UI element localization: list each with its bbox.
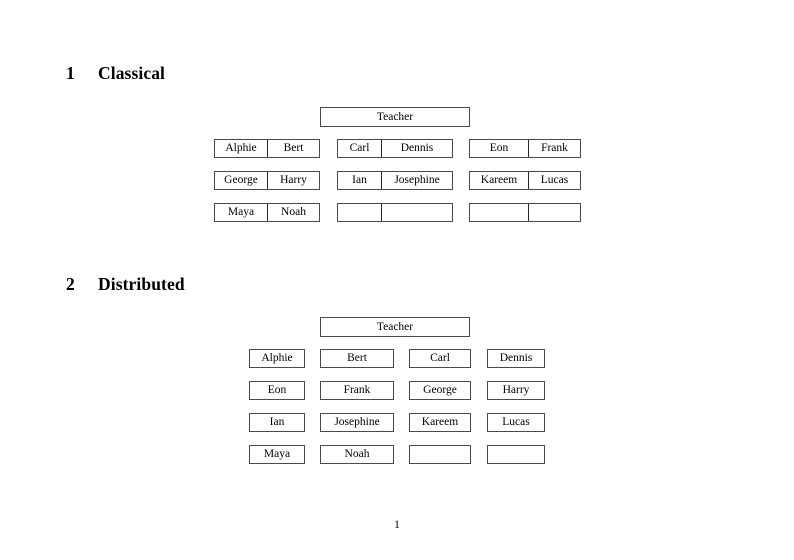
table-cell: Noah [267,204,319,221]
table-cell: Eon [489,142,509,154]
distributed-cell: Noah [320,445,394,464]
distributed-cell: Bert [320,349,394,368]
distributed-cell: Eon [249,381,305,400]
classical-group-1-row-3: Maya Noah [214,203,320,222]
distributed-cell: Maya [249,445,305,464]
classical-group-1-row-1: Alphie Bert [214,139,320,158]
distributed-cell-empty [487,445,545,464]
table-cell: Ian [352,174,367,186]
table-cell-empty [381,204,452,221]
section-title: Distributed [98,274,185,294]
distributed-cell: Frank [320,381,394,400]
teacher-box-distributed: Teacher [320,317,470,337]
distributed-cell: Harry [487,381,545,400]
table-cell-empty [528,204,580,221]
distributed-cell-empty [409,445,471,464]
table-cell-empty [338,204,381,221]
teacher-box-classical: Teacher [320,107,470,127]
table-cell: Bert [267,140,319,157]
table-cell: Kareem [480,174,518,186]
distributed-cell: Ian [249,413,305,432]
section-number: 2 [66,274,75,294]
distributed-cell: George [409,381,471,400]
distributed-cell: Kareem [409,413,471,432]
classical-group-1-row-2: George Harry [214,171,320,190]
table-cell: Dennis [381,140,452,157]
table-cell: Lucas [528,172,580,189]
table-cell: Frank [528,140,580,157]
table-cell-empty [470,204,528,221]
distributed-cell: Carl [409,349,471,368]
distributed-cell: Lucas [487,413,545,432]
table-cell: Harry [267,172,319,189]
classical-group-2-row-3 [337,203,453,222]
section-number: 1 [66,63,75,83]
classical-group-2-row-2: Ian Josephine [337,171,453,190]
distributed-cell: Dennis [487,349,545,368]
table-cell: Carl [349,142,370,154]
distributed-cell: Josephine [320,413,394,432]
distributed-cell: Alphie [249,349,305,368]
section-title: Classical [98,63,166,83]
table-cell: George [224,174,258,186]
classical-group-3-row-2: Kareem Lucas [469,171,581,190]
section-heading-distributed: 2 Distributed [66,274,185,295]
table-cell: Josephine [381,172,452,189]
classical-group-3-row-3 [469,203,581,222]
classical-group-2-row-1: Carl Dennis [337,139,453,158]
section-heading-classical: 1 Classical [66,63,165,84]
classical-group-3-row-1: Eon Frank [469,139,581,158]
table-cell: Maya [227,206,255,218]
table-cell: Alphie [225,142,257,154]
page-number: 1 [394,519,400,531]
